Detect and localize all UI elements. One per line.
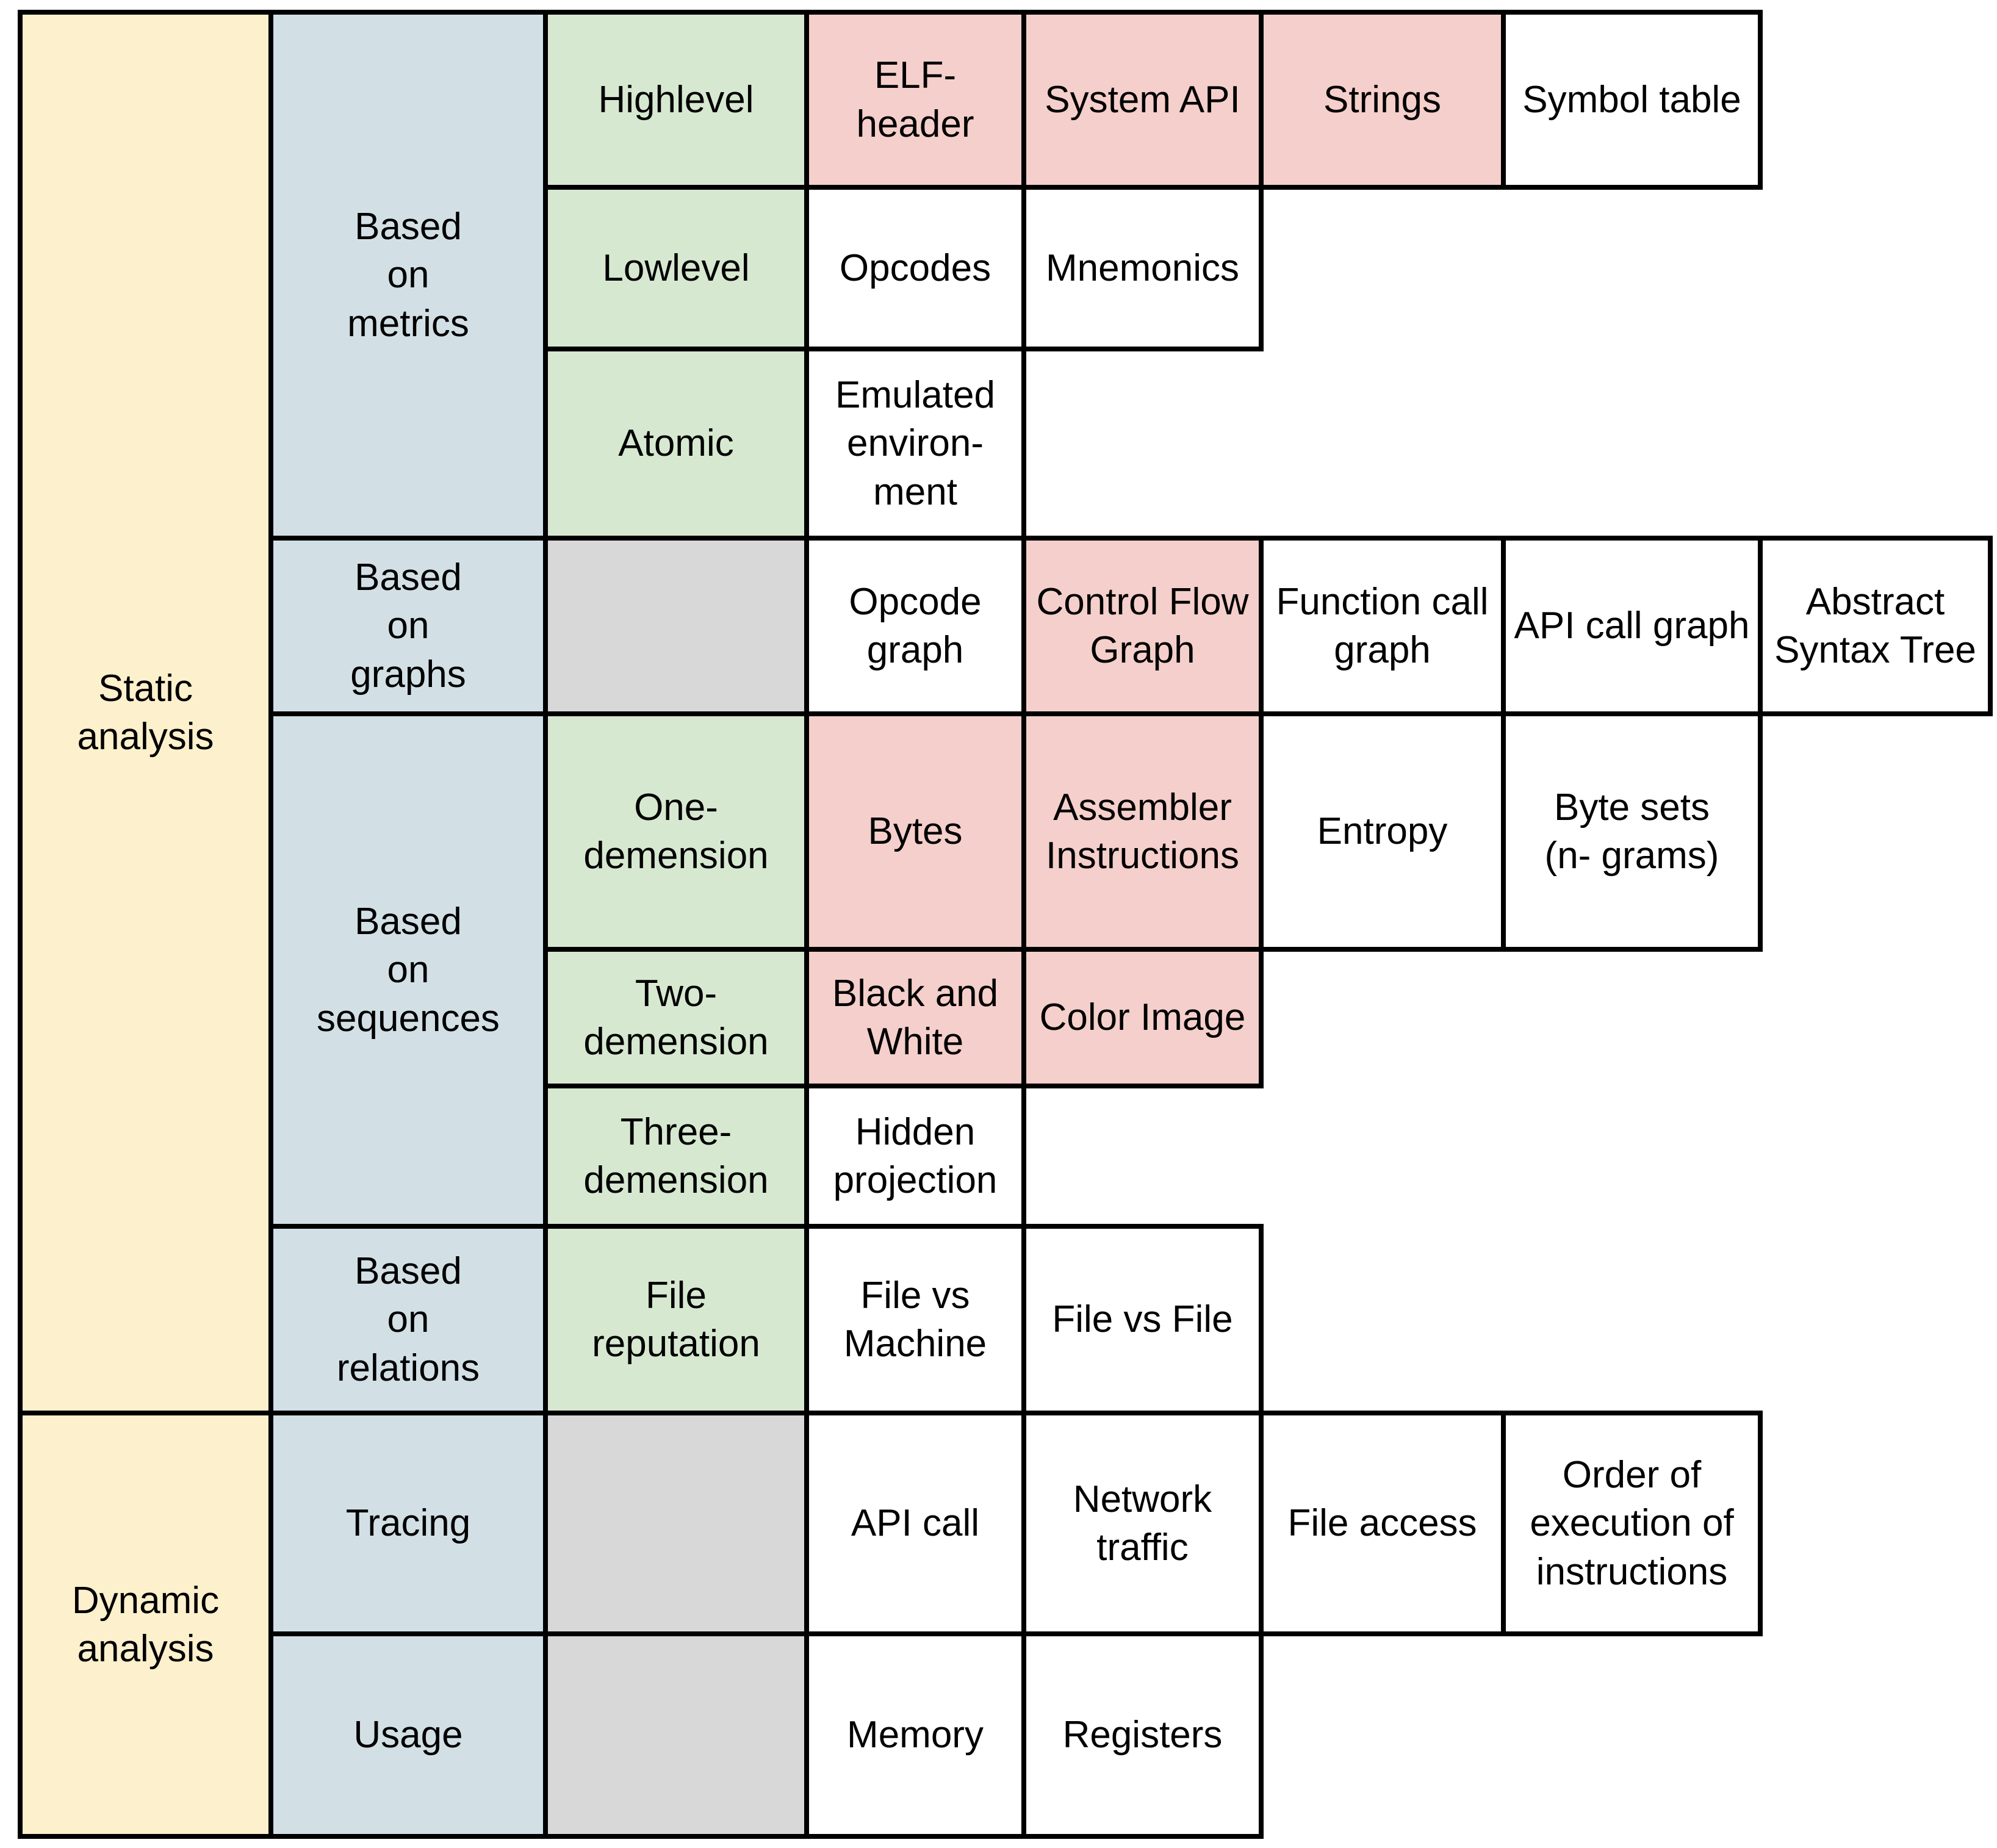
cell-control-flow-graph: Control Flow Graph (1021, 536, 1264, 716)
cell-byte-sets: Byte sets (n- grams) (1501, 711, 1763, 952)
cell-one-demension: One- demension (543, 711, 809, 952)
cell-registers: Registers (1021, 1631, 1264, 1839)
cell-three-demension: Three- demension (543, 1084, 809, 1229)
cell-api-call-graph: API call graph (1501, 536, 1763, 716)
cell-based-on-graphs: Based on graphs (268, 536, 548, 716)
cell-elf-header: ELF- header (804, 10, 1026, 190)
cell-function-call-graph: Function call graph (1259, 536, 1506, 716)
cell-entropy: Entropy (1259, 711, 1506, 952)
cell-opcodes: Opcodes (804, 185, 1026, 351)
cell-bytes: Bytes (804, 711, 1026, 952)
cell-file-vs-machine: File vs Machine (804, 1224, 1026, 1415)
cell-file-vs-file: File vs File (1021, 1224, 1264, 1415)
cell-file-reputation: File reputation (543, 1224, 809, 1415)
cell-tracing-spacer (543, 1411, 809, 1636)
cell-graphs-spacer (543, 536, 809, 716)
cell-file-access: File access (1259, 1411, 1506, 1636)
cell-mnemonics: Mnemonics (1021, 185, 1264, 351)
cell-black-and-white: Black and White (804, 947, 1026, 1088)
cell-dynamic-analysis: Dynamic analysis (18, 1411, 273, 1839)
cell-network-traffic: Network traffic (1021, 1411, 1264, 1636)
cell-opcode-graph: Opcode graph (804, 536, 1026, 716)
cell-order-of-execution: Order of execution of instructions (1501, 1411, 1763, 1636)
cell-highlevel: Highlevel (543, 10, 809, 190)
cell-based-on-relations: Based on relations (268, 1224, 548, 1415)
cell-symbol-table: Symbol table (1501, 10, 1763, 190)
cell-memory: Memory (804, 1631, 1026, 1839)
cell-assembler-instructions: Assembler Instructions (1021, 711, 1264, 952)
cell-emulated-environment: Emulated environ- ment (804, 347, 1026, 541)
cell-api-call: API call (804, 1411, 1026, 1636)
cell-atomic: Atomic (543, 347, 809, 541)
cell-usage: Usage (268, 1631, 548, 1839)
cell-usage-spacer (543, 1631, 809, 1839)
cell-hidden-projection: Hidden projection (804, 1084, 1026, 1229)
cell-lowlevel: Lowlevel (543, 185, 809, 351)
cell-abstract-syntax-tree: Abstract Syntax Tree (1758, 536, 1993, 716)
cell-system-api: System API (1021, 10, 1264, 190)
cell-tracing: Tracing (268, 1411, 548, 1636)
cell-based-on-metrics: Based on metrics (268, 10, 548, 541)
cell-strings: Strings (1259, 10, 1506, 190)
cell-color-image: Color Image (1021, 947, 1264, 1088)
cell-two-demension: Two- demension (543, 947, 809, 1088)
cell-static-analysis: Static analysis (18, 10, 273, 1415)
cell-based-on-sequences: Based on sequences (268, 711, 548, 1229)
